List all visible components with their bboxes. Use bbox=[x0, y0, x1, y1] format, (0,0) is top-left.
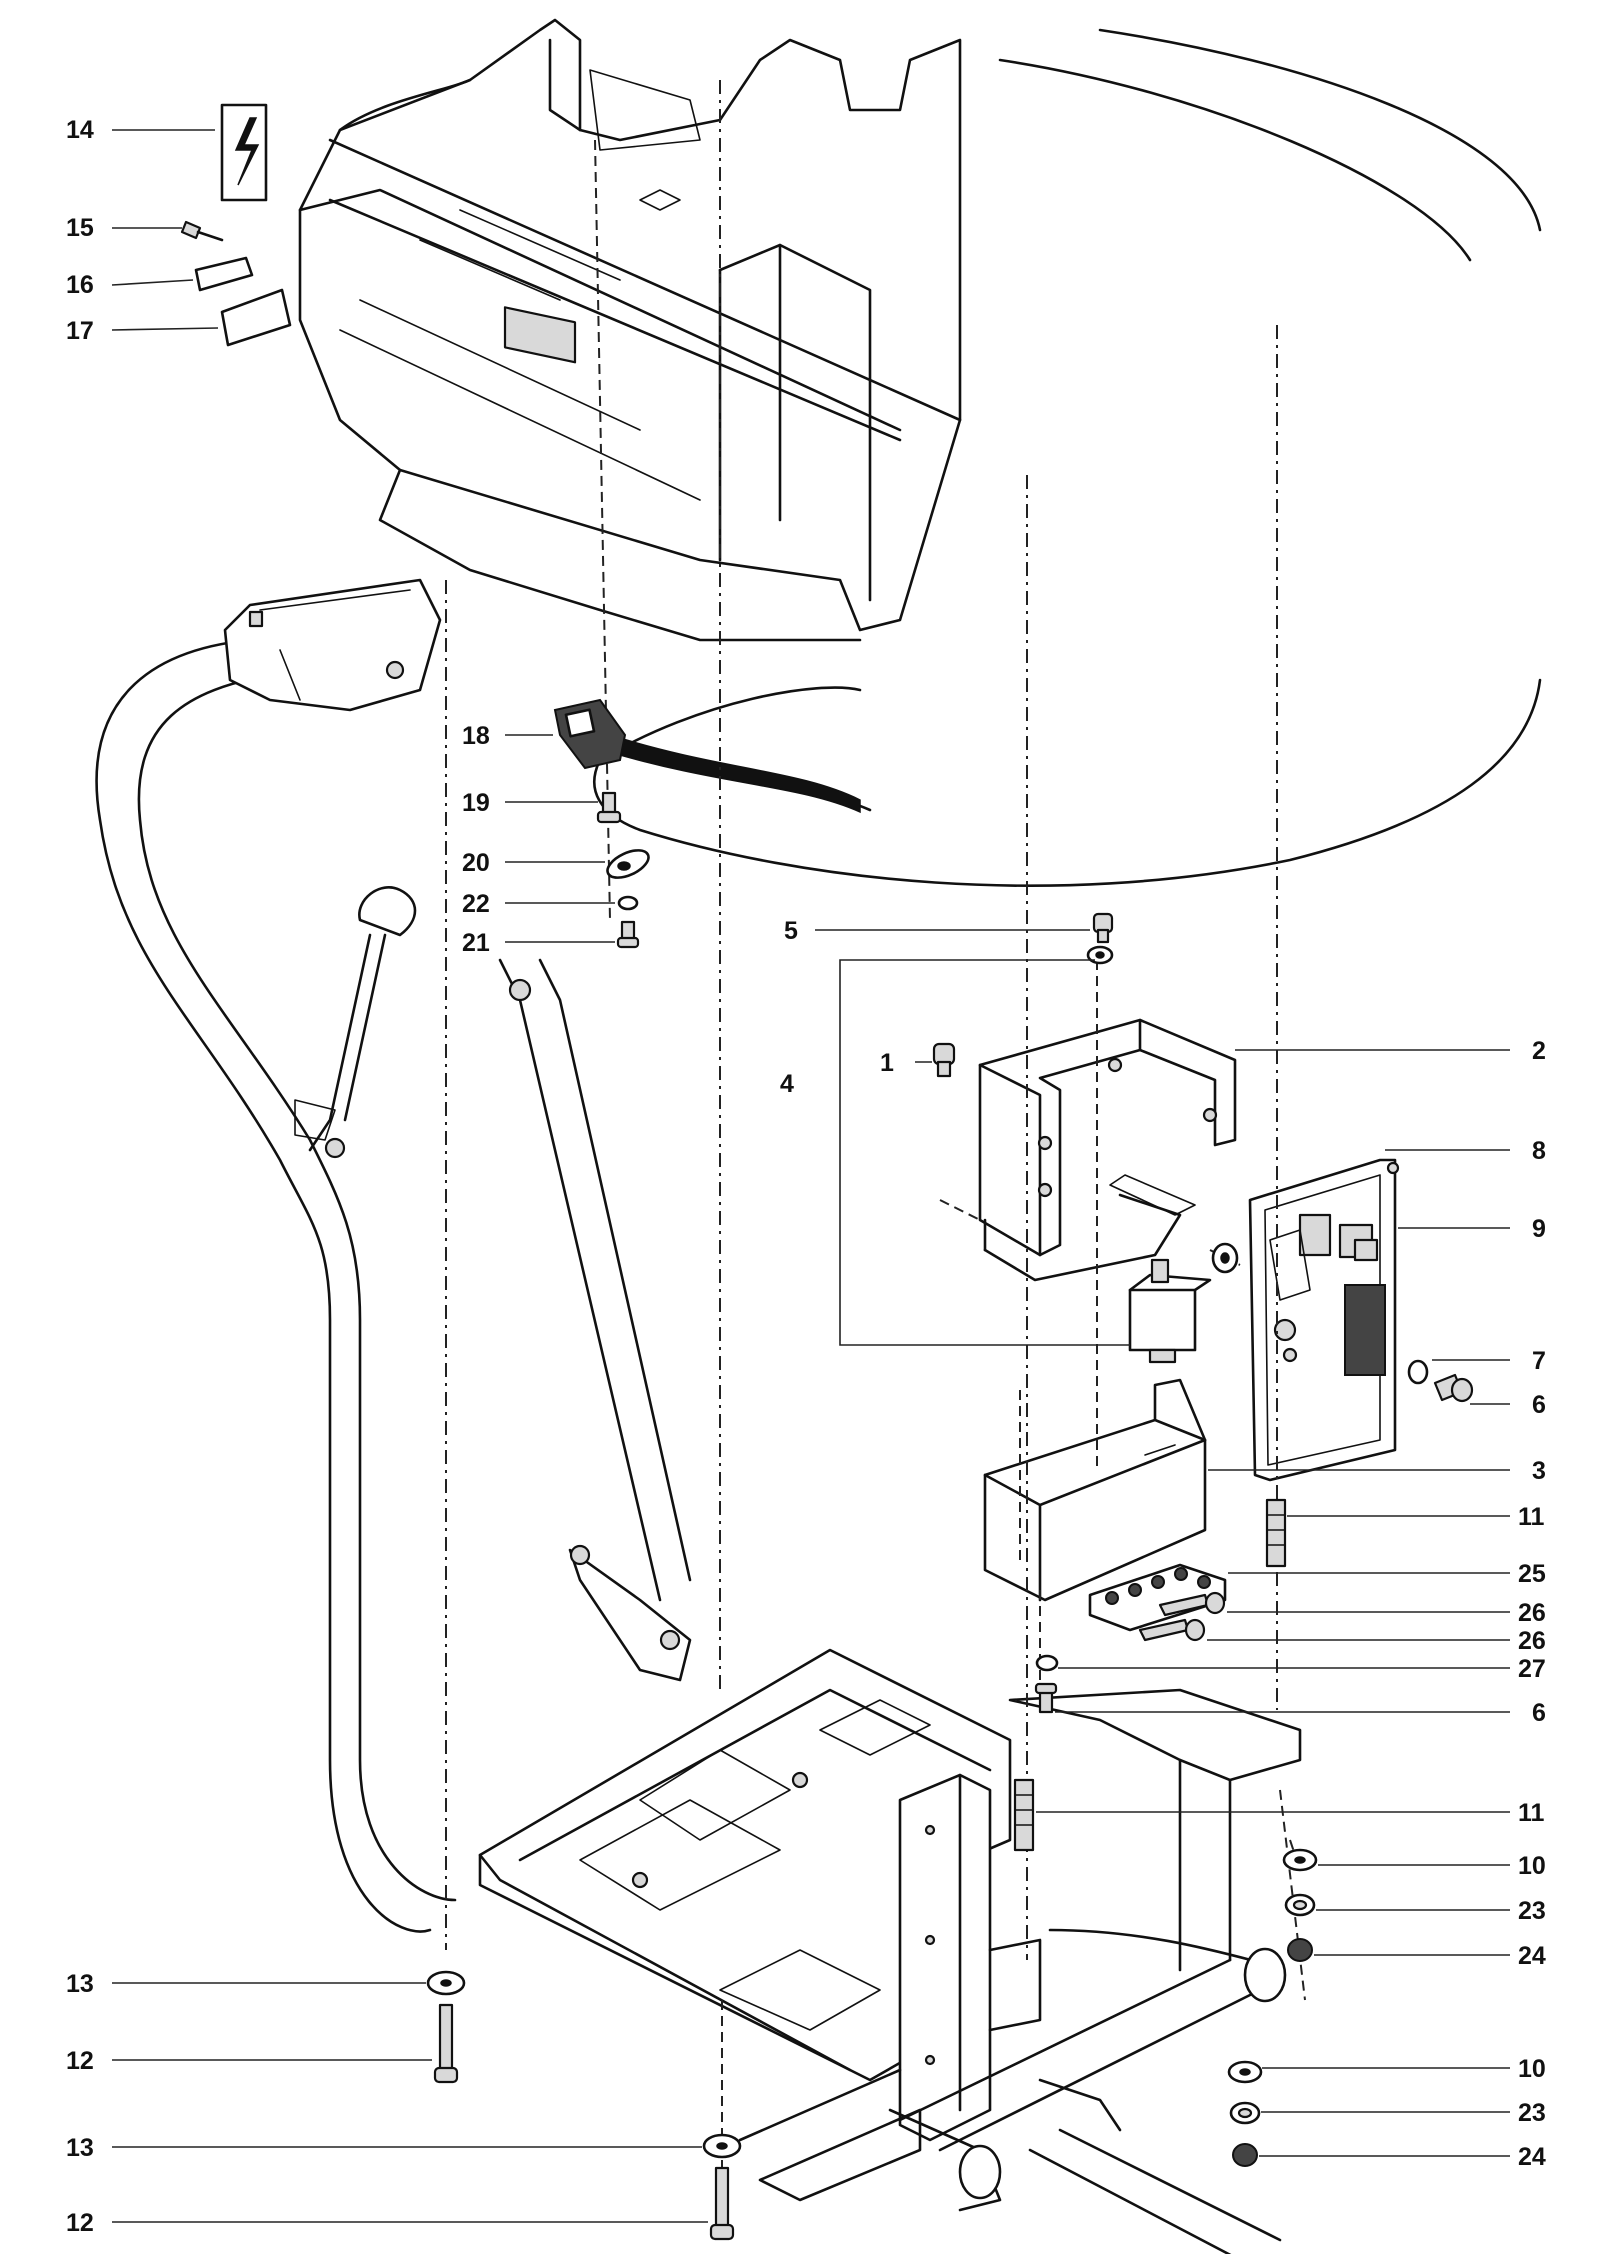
control-lever bbox=[294, 886, 417, 1159]
callout-leaders bbox=[111, 129, 1510, 2223]
base-tray bbox=[478, 1648, 1012, 2082]
callout-labels: 14 15 16 17 18 19 20 22 21 5 4 2 1 8 9 7… bbox=[66, 116, 1546, 2237]
callout-7: 7 bbox=[1532, 1347, 1546, 1375]
roller-tubes bbox=[738, 1947, 1287, 2254]
callout-10-upper: 10 bbox=[1518, 1852, 1546, 1880]
callout-9: 9 bbox=[1532, 1215, 1546, 1243]
callout-12-upper: 12 bbox=[66, 2047, 94, 2075]
callout-1: 1 bbox=[880, 1049, 894, 1077]
callout-20: 20 bbox=[462, 849, 490, 877]
callout-26-b: 26 bbox=[1518, 1627, 1546, 1655]
callout-23-upper: 23 bbox=[1518, 1897, 1546, 1925]
assembly-drawing bbox=[95, 18, 1542, 2254]
callout-6-lower: 6 bbox=[1532, 1699, 1546, 1727]
cover-box-3 bbox=[983, 1378, 1207, 1602]
handle-bar bbox=[95, 578, 457, 1933]
callout-8: 8 bbox=[1532, 1137, 1546, 1165]
callout-18: 18 bbox=[462, 722, 490, 750]
callout-26-a: 26 bbox=[1518, 1599, 1546, 1627]
callout-27: 27 bbox=[1518, 1655, 1546, 1683]
callout-17: 17 bbox=[66, 317, 94, 345]
callout-13-lower: 13 bbox=[66, 2134, 94, 2162]
callout-2: 2 bbox=[1532, 1037, 1546, 1065]
callout-11-upper: 11 bbox=[1518, 1503, 1545, 1531]
callout-3: 3 bbox=[1532, 1457, 1546, 1485]
callout-24-upper: 24 bbox=[1518, 1942, 1546, 1970]
callout-13-upper: 13 bbox=[66, 1970, 94, 1998]
callout-15: 15 bbox=[66, 214, 94, 242]
callout-12-lower: 12 bbox=[66, 2209, 94, 2237]
callout-16: 16 bbox=[66, 271, 94, 299]
callout-6-upper: 6 bbox=[1532, 1391, 1546, 1419]
console-housing bbox=[298, 18, 962, 642]
terminal-strip-25 bbox=[1088, 1563, 1227, 1632]
hardware-parts bbox=[180, 103, 1474, 2241]
callout-14: 14 bbox=[66, 116, 94, 144]
callout-4: 4 bbox=[780, 1070, 794, 1098]
callout-23-lower: 23 bbox=[1518, 2099, 1546, 2127]
relay-component bbox=[1128, 1258, 1212, 1364]
bracket-2 bbox=[978, 1018, 1237, 1282]
callout-19: 19 bbox=[462, 789, 490, 817]
callout-11-lower: 11 bbox=[1518, 1799, 1545, 1827]
callout-5: 5 bbox=[784, 917, 798, 945]
callout-10-lower: 10 bbox=[1518, 2055, 1546, 2083]
circuit-board-9 bbox=[1248, 1158, 1400, 1482]
callout-21: 21 bbox=[462, 929, 490, 957]
callout-22: 22 bbox=[462, 890, 490, 918]
callout-25: 25 bbox=[1518, 1560, 1546, 1588]
callout-24-lower: 24 bbox=[1518, 2143, 1546, 2171]
assembly-centerlines bbox=[445, 80, 1306, 2170]
linkage-rod bbox=[498, 958, 692, 1682]
